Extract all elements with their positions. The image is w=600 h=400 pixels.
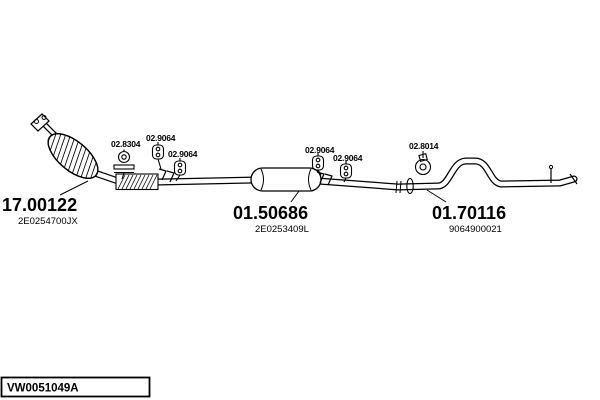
fitting-label-hanger-2: 02.9064 [168, 149, 198, 159]
rear-clamp-icon [406, 151, 432, 195]
tail-bracket [548, 164, 554, 183]
rubber-hanger-icon-2 [173, 158, 187, 182]
part-code-middle-muffler: 2E0253409L [255, 224, 309, 235]
catalytic-converter-drawing [30, 113, 106, 187]
part-number-catalytic-converter: 17.00122 [2, 195, 77, 215]
drawing-number-box: VW0051049A [0, 376, 151, 398]
leader-lines [59, 180, 447, 203]
fitting-label-clamp-rear: 02.8014 [409, 141, 439, 151]
middle-muffler-drawing [250, 167, 322, 192]
rubber-hanger-icon-1 [151, 142, 165, 170]
fitting-label-hanger-4: 02.9064 [333, 153, 363, 163]
hanger-hook-marks-front [158, 168, 175, 183]
rubber-hanger-icon-4 [339, 161, 353, 183]
part-code-catalytic-converter: 2E0254700JX [18, 216, 78, 227]
rubber-hanger-icon-3 [311, 153, 325, 176]
flex-pipe-drawing [115, 173, 159, 191]
part-number-rear-pipe: 01.70116 [432, 203, 506, 223]
fitting-label-hanger-3: 02.9064 [305, 145, 335, 155]
part-code-rear-pipe: 9064900021 [449, 224, 502, 235]
fitting-label-hanger-1: 02.9064 [146, 133, 176, 143]
rear-pipe-drawing [314, 157, 578, 194]
front-clamp-icon [113, 149, 135, 180]
part-number-middle-muffler: 01.50686 [233, 203, 308, 223]
fitting-label-clamp-front: 02.8304 [111, 139, 141, 149]
drawing-number-text: VW0051049A [7, 383, 79, 395]
